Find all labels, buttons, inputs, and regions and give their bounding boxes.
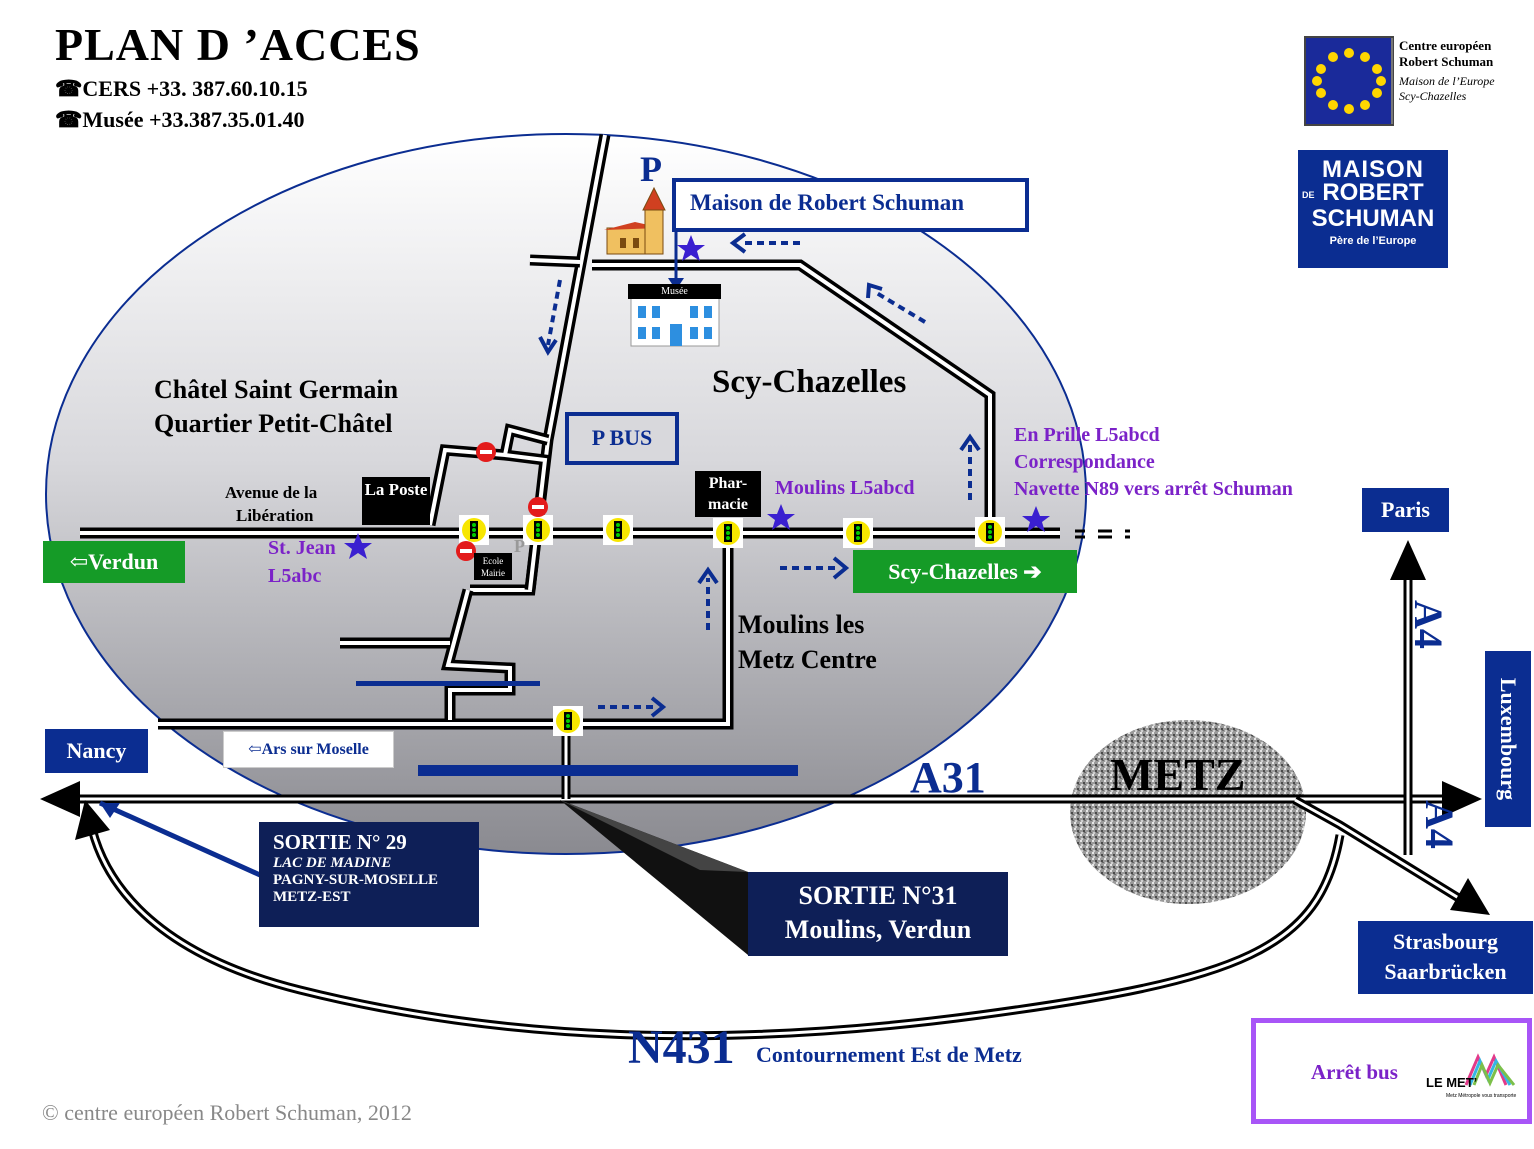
luxembourg-sign: Luxembourg [1485, 651, 1531, 827]
metz-label: METZ [1110, 749, 1246, 800]
church-icon [604, 186, 666, 255]
area-oval [45, 133, 1087, 855]
scy-chazelles-sign: Scy-Chazelles ➔ [853, 550, 1077, 593]
lemet-logo-graphic [1464, 1053, 1516, 1087]
en-prille-line2: Correspondance [1014, 451, 1155, 473]
sortie-31-line1: SORTIE N°31 [798, 881, 958, 910]
contournement-label: Contournement Est de Metz [756, 1042, 1022, 1067]
sortie-29-line2: LAC DE MADINE [273, 855, 392, 871]
n431-label: N431 [628, 1021, 735, 1074]
eu-stars-icon [1304, 36, 1394, 126]
pharmacie-label: Phar-macie [695, 471, 761, 517]
paris-sign: Paris [1362, 488, 1449, 532]
chatel-line1: Châtel Saint Germain [154, 375, 399, 404]
phone-cers: ☎CERS +33. 387.60.10.15 [55, 76, 308, 101]
en-prille-line1: En Prille L5abcd [1014, 424, 1160, 446]
museum-building-icon [630, 297, 720, 347]
logo-maison-schuman: MAISON DE ROBERT SCHUMAN Père de l’Europ… [1298, 150, 1448, 268]
st-jean-line1: St. Jean [268, 537, 336, 559]
lemet-brand-sub: Metz Métropole vous transporte [1446, 1093, 1517, 1099]
roads [60, 133, 1473, 1041]
en-prille-line3: Navette N89 vers arrêt Schuman [1014, 478, 1293, 500]
sortie-29-box: SORTIE N° 29 LAC DE MADINE PAGNY-SUR-MOS… [259, 822, 479, 927]
nancy-sign: Nancy [45, 729, 148, 773]
logo-maison-line1: MAISON [1322, 156, 1424, 183]
route-arrows [40, 540, 1490, 915]
moulins-line2: Metz Centre [738, 645, 877, 674]
ars-label: ⇦Ars sur Moselle [248, 741, 369, 758]
sortie-29-line1: SORTIE N° 29 [273, 830, 407, 854]
sortie-29-line4: METZ-EST [273, 889, 351, 905]
direction-arrows [546, 241, 972, 709]
maison-schuman-label: Maison de Robert Schuman [690, 190, 965, 215]
parking-p-small: P [514, 536, 525, 556]
maison-schuman-callout: Maison de Robert Schuman [672, 178, 1029, 232]
legend-box: Arrêt bus LE MET’ Metz Métropole vous tr… [1251, 1018, 1532, 1124]
a4-bottom-label: A4 [1417, 800, 1462, 849]
verdun-sign: ⇦Verdun [43, 541, 185, 583]
legend-label: Arrêt bus [1311, 1060, 1398, 1084]
avenue-line1: Avenue de la [225, 483, 318, 502]
lemet-brand: LE MET’ [1426, 1075, 1478, 1090]
strasbourg-line2: Saarbrücken [1384, 959, 1507, 984]
luxembourg-label: Luxembourg [1496, 677, 1521, 801]
st-jean-line2: L5abc [268, 565, 322, 587]
logo-cers-line2: Robert Schuman [1399, 54, 1494, 69]
a4-top-label: A4 [1406, 600, 1451, 649]
logo-cers: Centre européen Robert Schuman Maison de… [1391, 38, 1531, 124]
chatel-line2: Quartier Petit-Châtel [154, 409, 393, 438]
logo-cers-line1: Centre européen [1399, 38, 1492, 53]
p-bus-box: P BUS [565, 412, 679, 465]
page-title: PLAN D ’ACCES [55, 19, 421, 70]
lemet-logo: LE MET’ Metz Métropole vous transporte [1426, 1045, 1526, 1105]
logo-maison-de: DE [1302, 190, 1315, 200]
logo-maison-line3: SCHUMAN [1311, 205, 1435, 232]
sortie-31-line2: Moulins, Verdun [784, 915, 972, 944]
parking-p: P [640, 149, 662, 189]
scy-chazelles-label: Scy-Chazelles [712, 364, 907, 400]
traffic-lights [459, 515, 1005, 736]
la-poste-label: La Poste [362, 477, 430, 525]
strasbourg-line1: Strasbourg [1392, 929, 1499, 954]
phone-musee: ☎Musée +33.387.35.01.40 [55, 107, 305, 132]
logo-cers-line3: Maison de l’Europe [1399, 74, 1495, 88]
musee-label: Musée [628, 284, 721, 299]
moulins-stop-label: Moulins L5abcd [775, 477, 915, 499]
p-bus-label: P BUS [591, 425, 653, 450]
sortie-29-line3: PAGNY-SUR-MOSELLE [273, 872, 439, 888]
sortie-31-box: SORTIE N°31 Moulins, Verdun [748, 872, 1008, 956]
moulins-line1: Moulins les [738, 610, 865, 639]
logo-maison-tagline: Père de l’Europe [1329, 235, 1417, 247]
avenue-line2: Libération [236, 506, 314, 525]
copyright-credit: © centre européen Robert Schuman, 2012 [42, 1100, 412, 1125]
logo-maison-line2: ROBERT [1322, 179, 1424, 206]
strasbourg-sign: Strasbourg Saarbrücken [1358, 921, 1533, 994]
a31-label: A31 [910, 753, 986, 802]
logo-cers-line4: Scy-Chazelles [1399, 89, 1467, 103]
metz-area [1070, 720, 1306, 904]
ars-sign: ⇦Ars sur Moselle [223, 731, 394, 768]
ecole-mairie-label: Ecole Mairie [474, 553, 512, 580]
no-entry-icons [456, 442, 548, 561]
